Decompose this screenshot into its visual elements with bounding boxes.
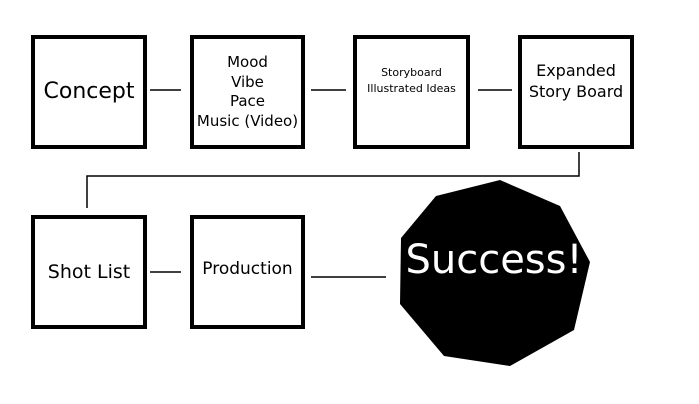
success-octagon [400, 180, 590, 366]
step-concept: Concept [31, 35, 147, 149]
step-mood-label: Mood Vibe Pace Music (Video) [196, 53, 299, 130]
step-production-label: Production [202, 258, 293, 279]
step-expanded-label: Expanded Story Board [528, 61, 624, 101]
connector-expanded-shotlist [86, 152, 580, 208]
step-expanded: Expanded Story Board [518, 35, 634, 149]
step-concept-label: Concept [43, 78, 135, 104]
step-storyboard: Storyboard Illustrated Ideas [353, 35, 470, 149]
step-storyboard-label: Storyboard Illustrated Ideas [367, 65, 456, 96]
step-mood: Mood Vibe Pace Music (Video) [190, 35, 305, 149]
step-shot-list-label: Shot List [47, 260, 131, 283]
step-production: Production [190, 215, 305, 329]
step-shot-list: Shot List [31, 215, 147, 329]
success-label: Success! [405, 237, 583, 283]
